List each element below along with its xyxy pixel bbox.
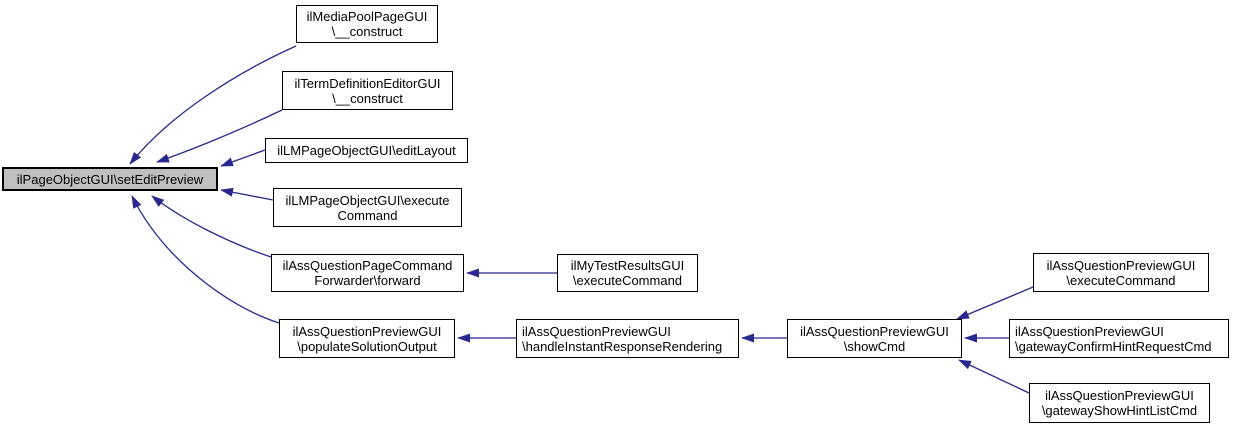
edge-populateSolutionOutput-to-setEditPreview (131, 195, 280, 324)
node-setEditPreview: ilPageObjectGUI\setEditPreview (2, 167, 218, 191)
node-preview-showCmd[interactable]: ilAssQuestionPreviewGUI \showCmd (787, 319, 962, 358)
edge-previewExecuteCommand-to-showCmd (956, 286, 1034, 320)
edge-termDefinitionEditor-to-setEditPreview (156, 109, 283, 163)
edge-editLayout-to-setEditPreview (220, 149, 266, 167)
node-preview-executeCommand[interactable]: ilAssQuestionPreviewGUI \executeCommand (1033, 253, 1209, 292)
node-preview-gatewayConfirmHintRequestCmd[interactable]: ilAssQuestionPreviewGUI \gatewayConfirmH… (1009, 319, 1229, 358)
edge-forward-to-setEditPreview (151, 195, 272, 258)
node-mediaPoolPage-construct[interactable]: ilMediaPoolPageGUI \__construct (296, 5, 438, 43)
node-preview-handleInstantResponseRendering[interactable]: ilAssQuestionPreviewGUI \handleInstantRe… (516, 319, 739, 358)
node-termDefinitionEditor-construct[interactable]: ilTermDefinitionEditorGUI \__construct (282, 71, 453, 110)
node-preview-gatewayShowHintListCmd[interactable]: ilAssQuestionPreviewGUI \gatewayShowHint… (1029, 383, 1210, 423)
edge-mediaPoolPage-to-setEditPreview (129, 45, 297, 165)
node-preview-populateSolutionOutput[interactable]: ilAssQuestionPreviewGUI \populateSolutio… (279, 319, 455, 358)
node-lmPageObject-executeCommand[interactable]: ilLMPageObjectGUI\execute Command (273, 188, 462, 227)
edge-executeCommand-to-setEditPreview (220, 187, 274, 201)
node-lmPageObject-editLayout[interactable]: ilLMPageObjectGUI\editLayout (265, 138, 468, 163)
node-pageCommandForwarder-forward[interactable]: ilAssQuestionPageCommand Forwarder\forwa… (271, 254, 464, 292)
node-myTestResults-executeCommand[interactable]: ilMyTestResultsGUI \executeCommand (557, 254, 698, 292)
edge-gatewayShowHintListCmd-to-showCmd (958, 359, 1030, 394)
